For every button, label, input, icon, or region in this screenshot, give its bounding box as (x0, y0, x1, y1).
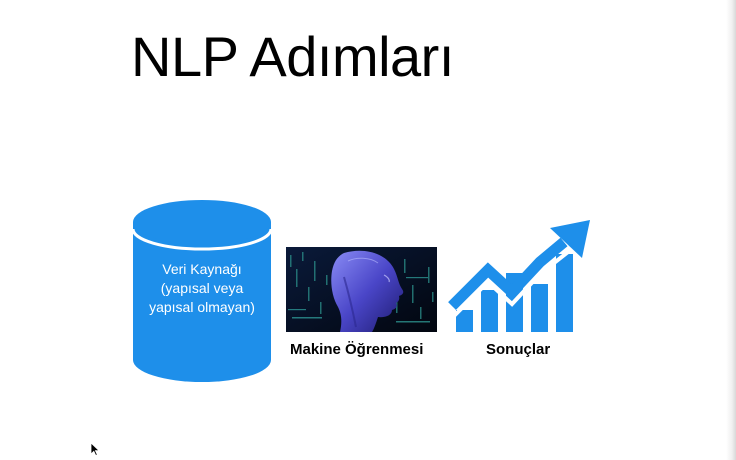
results-caption: Sonuçlar (486, 341, 551, 358)
data-source-line-2: (yapısal veya (160, 280, 244, 296)
window-edge (726, 0, 736, 460)
growth-chart-icon (448, 220, 590, 332)
data-source-line-1: Veri Kaynağı (162, 261, 242, 277)
ai-head-icon (286, 247, 437, 332)
slide-title: NLP Adımları (131, 25, 454, 88)
mouse-cursor-icon (90, 442, 100, 456)
ml-caption: Makine Öğrenmesi (290, 341, 424, 358)
database-icon (131, 200, 273, 382)
data-source-cylinder: Veri Kaynağı (yapısal veya yapısal olmay… (131, 198, 273, 384)
data-source-line-3: yapısal olmayan) (149, 299, 255, 315)
data-source-label: Veri Kaynağı (yapısal veya yapısal olmay… (131, 260, 273, 317)
